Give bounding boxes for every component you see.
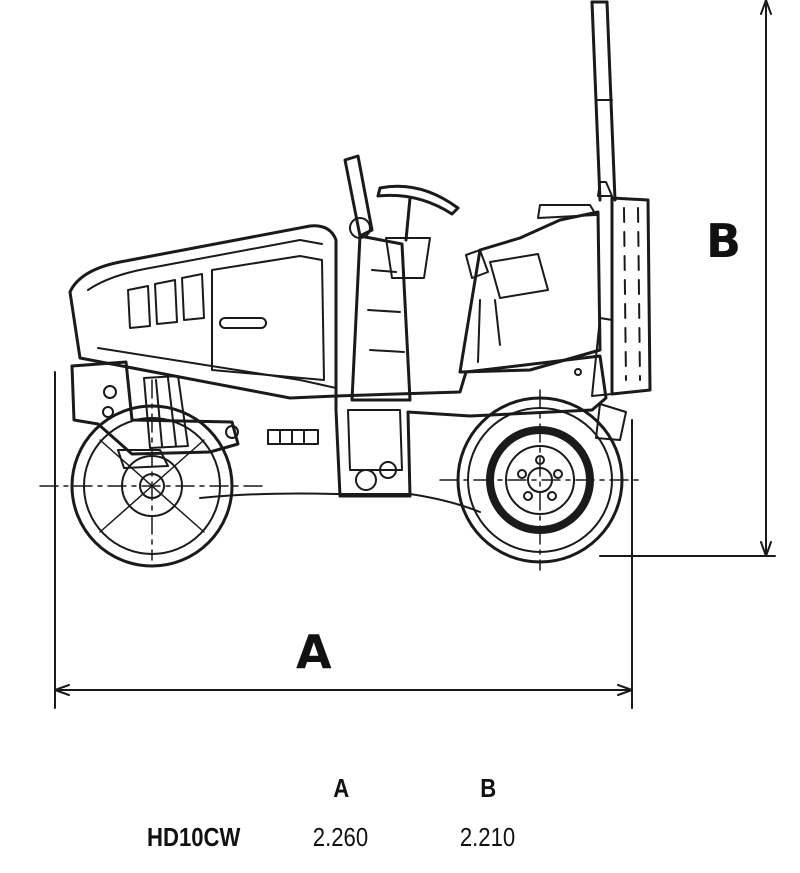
steering-column (343, 154, 460, 402)
dimension-a-label: A (296, 625, 332, 679)
table-header-a: A (333, 773, 350, 803)
spec-table: A B HD10CW 2.260 2.210 (147, 773, 516, 852)
drum-bracket (70, 360, 240, 469)
operator-seat (458, 204, 602, 376)
table-cell-a-value: 2.260 (312, 822, 369, 852)
dimension-b-label: B (706, 214, 742, 268)
rear-wheel (439, 389, 641, 571)
table-header-b: B (480, 773, 497, 803)
front-drum (39, 379, 263, 568)
dimension-a-line (54, 371, 633, 709)
chassis-frame (199, 354, 627, 513)
table-cell-model: HD10CW (147, 822, 241, 852)
table-cell-b-value: 2.210 (459, 822, 516, 852)
dimension-b-line (599, 0, 776, 557)
rops-frame (590, 0, 617, 202)
rear-engine-cover (591, 196, 652, 397)
front-hood (68, 224, 338, 445)
